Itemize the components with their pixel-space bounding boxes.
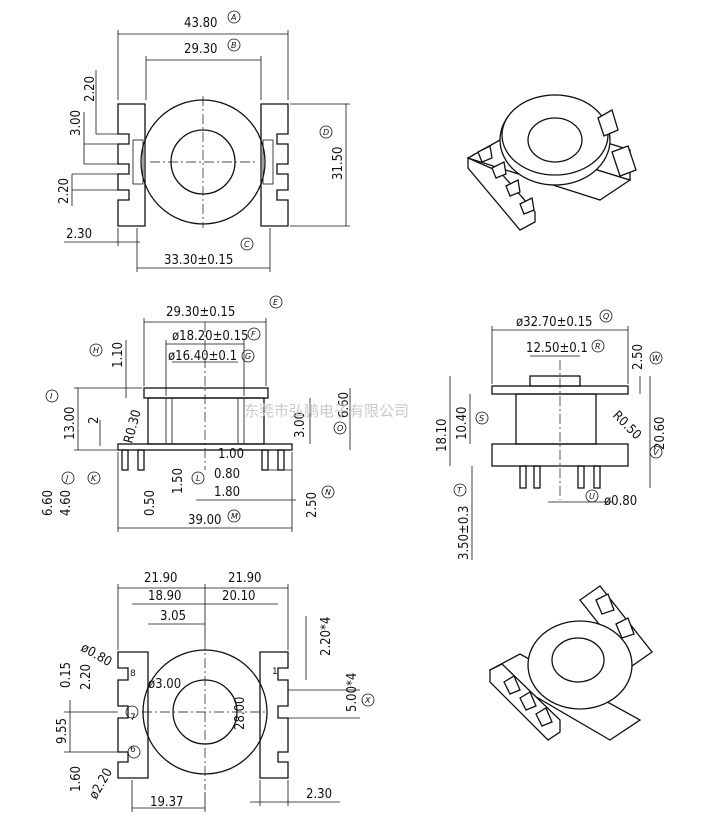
dim-h660: 6.60 [337, 392, 352, 418]
dim-h015: 0.15 [59, 662, 74, 688]
dim-h955: 9.55 [55, 718, 70, 744]
dim-w1937: 19.37 [150, 795, 183, 810]
dim-slot-bottom: 2.20 [57, 178, 72, 204]
dim-half-left: 21.90 [144, 571, 177, 586]
svg-text:W: W [652, 354, 661, 363]
pin-1: 1 [272, 667, 278, 677]
dim-d100: 1.00 [218, 447, 244, 462]
dim-h220: 2.20 [79, 664, 94, 690]
dim-inner-width: 29.30 [184, 42, 217, 57]
dim-height-13: 13.00 [63, 407, 78, 440]
svg-text:D: D [323, 128, 329, 137]
dim-slot-width: 3.00 [69, 110, 84, 136]
svg-text:J: J [64, 474, 69, 483]
dim-d250: 2.50 [305, 492, 320, 518]
dim-base-width: 33.30±0.15 [164, 253, 233, 268]
end-view: ø32.70±0.15 Q 12.50±0.1 R 2.50 W 18.10 1… [435, 309, 668, 560]
svg-text:F: F [251, 330, 256, 339]
dim-pitch500x4: 5.00*4 [345, 673, 360, 712]
svg-text:R: R [595, 342, 601, 351]
dim-pin-dia: ø0.80 [604, 494, 637, 509]
dim-pin460: 4.60 [59, 490, 74, 516]
svg-text:G: G [245, 352, 251, 361]
dim-h160: 1.60 [69, 766, 84, 792]
top-view-right-slot [262, 139, 274, 185]
dim-w305: 3.05 [160, 609, 186, 624]
svg-text:K: K [91, 474, 97, 483]
watermark-text: 东莞市弘鹏电子有限公司 [244, 402, 409, 420]
dim-r050: R0.50 [609, 408, 644, 443]
dim-d180: 1.80 [214, 485, 240, 500]
dim-2: 2 [87, 417, 102, 424]
svg-text:L: L [196, 474, 200, 483]
top-view: 43.80 A 29.30 B 31.50 D 2.20 3.00 2.20 2… [57, 10, 350, 272]
dim-h1040: 10.40 [455, 407, 470, 440]
dim-pin-len: 3.50±0.3 [457, 506, 472, 560]
dim-t250: 2.50 [631, 344, 646, 370]
top-view-left-slot [132, 139, 144, 185]
svg-text:X: X [364, 696, 371, 705]
svg-text:A: A [230, 13, 236, 22]
svg-text:E: E [273, 298, 279, 307]
dim-dia-inner: ø16.40±0.1 [168, 349, 237, 364]
dim-h300: 3.00 [293, 412, 308, 438]
dim-w2010: 20.10 [222, 589, 255, 604]
dim-span2800: 28.00 [233, 697, 248, 730]
dim-d050: 0.50 [143, 490, 158, 516]
side-view: 29.30±0.15 E ø18.20±0.15 F ø16.40±0.1 G … [41, 295, 352, 532]
dim-height: 31.50 [331, 147, 346, 180]
dim-hole220: ø2.20 [86, 766, 116, 802]
dim-base-3900: 39.00 [188, 513, 221, 528]
svg-text:V: V [653, 448, 659, 457]
dim-w230: 2.30 [306, 787, 332, 802]
svg-text:H: H [93, 346, 99, 355]
bottom-view: 8 7 6 1 21.90 21.90 18.90 20.10 3.05 ø0.… [55, 571, 375, 812]
dim-flange-thk: 1.10 [111, 342, 126, 368]
svg-text:M: M [231, 512, 238, 521]
pin-6: 6 [130, 745, 136, 755]
dim-pitch220x4: 2.20*4 [319, 617, 334, 656]
dim-w1890: 18.90 [148, 589, 181, 604]
dim-half-right: 21.90 [228, 571, 261, 586]
dim-d080: 0.80 [214, 467, 240, 482]
pin-8: 8 [130, 669, 136, 679]
dim-h1810: 18.10 [435, 419, 450, 452]
dim-d150: 1.50 [171, 468, 186, 494]
dim-overall-width: 43.80 [184, 16, 217, 31]
isometric-view-top [466, 94, 637, 231]
dim-hole300: ø3.00 [148, 677, 181, 692]
svg-text:N: N [325, 488, 331, 497]
top-view-right-flange [260, 103, 289, 227]
svg-text:I: I [50, 392, 53, 401]
svg-text:T: T [457, 486, 463, 495]
dim-pin660: 6.60 [41, 490, 56, 516]
dim-h2060: 20.60 [653, 417, 668, 450]
dim-slot-top: 2.20 [83, 76, 98, 102]
svg-text:B: B [231, 41, 237, 50]
dim-side-top-width: 29.30±0.15 [166, 305, 235, 320]
dim-r030: R0.30 [121, 408, 144, 445]
dim-flange-offset: 2.30 [66, 227, 92, 242]
svg-text:U: U [589, 492, 595, 501]
dim-w1250: 12.50±0.1 [526, 341, 588, 356]
dim-dia-3270: ø32.70±0.15 [516, 315, 592, 330]
svg-text:Q: Q [603, 312, 609, 321]
pin-7: 7 [130, 713, 136, 723]
isometric-view-bottom [488, 585, 653, 741]
dim-dia-outer: ø18.20±0.15 [172, 329, 248, 344]
svg-text:S: S [479, 414, 484, 423]
svg-text:O: O [337, 424, 343, 433]
svg-text:C: C [244, 240, 250, 249]
